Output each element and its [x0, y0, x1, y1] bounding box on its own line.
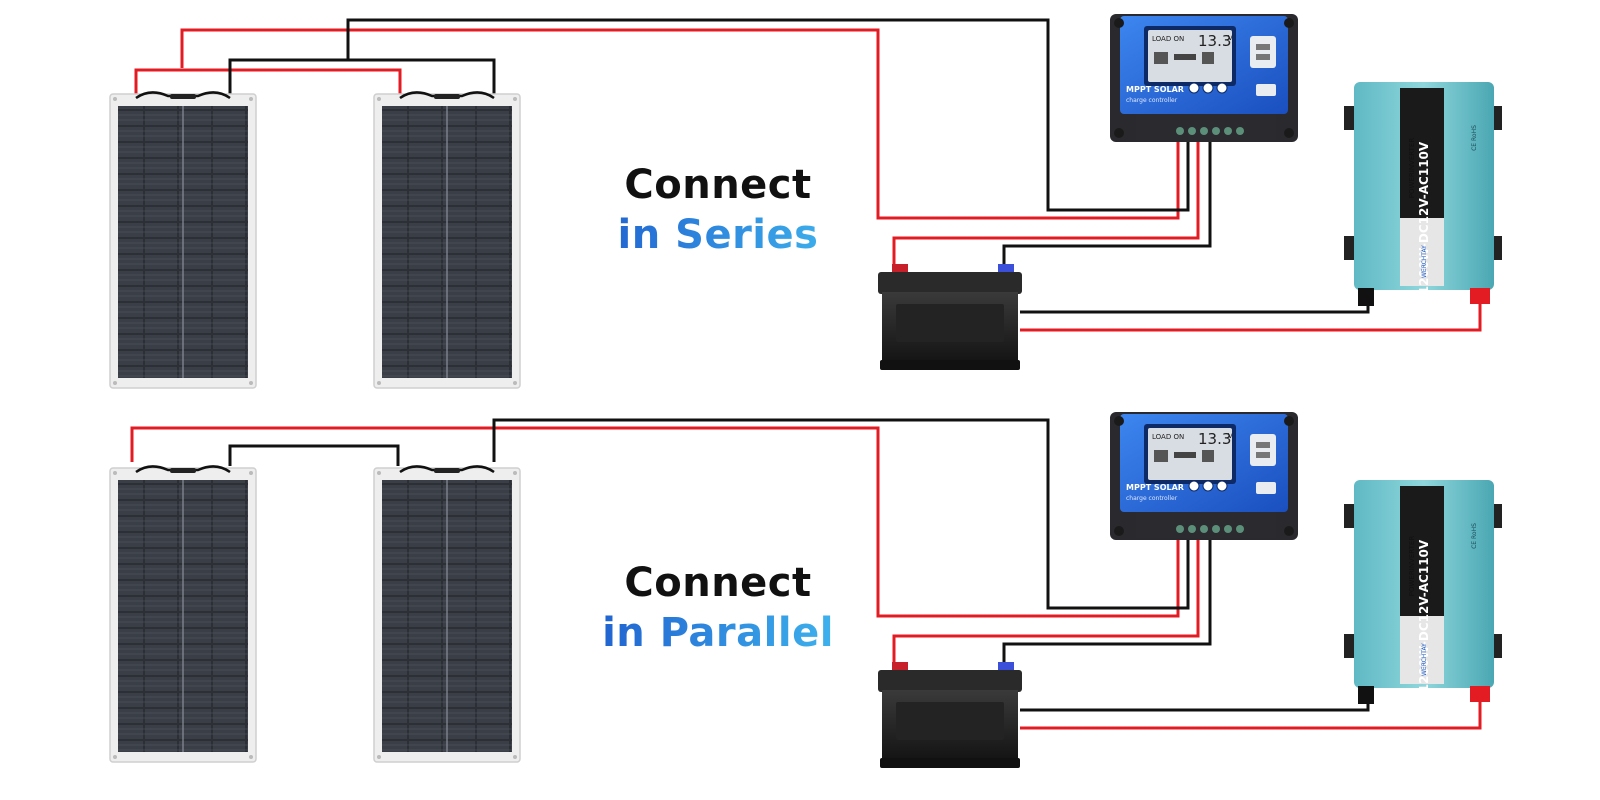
parallel-battery-negative-wire — [1002, 538, 1212, 666]
lcd-voltage: 13.3 — [1198, 430, 1231, 448]
power-inverter-icon: 1200W-DC12V-AC110V POWERINVERTER WERCHTA… — [1344, 480, 1502, 704]
series-wires — [134, 18, 1482, 332]
solar-panel-icon — [373, 465, 521, 763]
series-heading: Connect in Series — [588, 160, 848, 260]
inverter-type-label: POWERINVERTER — [1408, 536, 1416, 597]
parallel-heading-line2: in Parallel — [588, 608, 848, 658]
charge-controller-icon: LOAD ON 13.3 V MPPT SOLAR charge control… — [1110, 14, 1298, 142]
inverter-model: 1200W-DC12V-AC110V — [1417, 141, 1431, 294]
series-bridge-red — [134, 68, 402, 98]
parallel-negative-wire-main — [492, 418, 1190, 610]
series-heading-line1: Connect — [624, 162, 812, 208]
controller-subtitle: charge controller — [1126, 495, 1178, 502]
series-inverter-negative-wire — [1020, 300, 1370, 314]
lcd-voltage: 13.3 — [1198, 32, 1231, 50]
solar-panel-icon — [109, 91, 257, 389]
parallel-inverter-positive-wire — [1020, 702, 1482, 730]
inverter-type-label: POWERINVERTER — [1408, 138, 1416, 199]
battery-icon — [878, 662, 1022, 768]
series-battery-negative-wire — [1002, 140, 1212, 268]
solar-panel-icon — [109, 465, 257, 763]
series-heading-line2: in Series — [588, 210, 848, 260]
series-negative-wire-main — [346, 18, 1190, 212]
inverter-cert: CE RoHS — [1471, 125, 1478, 151]
lcd-unit: V — [1228, 34, 1233, 42]
series-inverter-positive-wire — [1020, 304, 1482, 332]
parallel-heading: Connect in Parallel — [588, 558, 848, 658]
parallel-battery-positive-wire — [892, 538, 1200, 666]
parallel-inverter-negative-wire — [1020, 698, 1370, 712]
inverter-cert: CE RoHS — [1471, 523, 1478, 549]
series-bridge-black — [228, 58, 496, 98]
solar-panel-icon — [373, 91, 521, 389]
controller-subtitle: charge controller — [1126, 97, 1178, 104]
lcd-load-label: LOAD ON — [1152, 433, 1184, 441]
series-positive-wire-main — [180, 28, 1180, 220]
inverter-brand: WERCHTAY — [1421, 643, 1428, 676]
parallel-heading-line1: Connect — [624, 560, 812, 606]
lcd-load-label: LOAD ON — [1152, 35, 1184, 43]
power-inverter-icon: 1200W-DC12V-AC110V POWERINVERTER WERCHTA… — [1344, 82, 1502, 306]
parallel-positive-wire-main — [130, 426, 1180, 618]
inverter-brand: WERCHTAY — [1421, 245, 1428, 278]
charge-controller-icon: LOAD ON 13.3 V MPPT SOLAR charge control… — [1110, 412, 1298, 540]
parallel-bridge-black — [228, 444, 400, 466]
lcd-unit: V — [1228, 432, 1233, 440]
battery-icon — [878, 264, 1022, 370]
controller-brand: MPPT SOLAR — [1126, 85, 1184, 94]
inverter-model: 1200W-DC12V-AC110V — [1417, 539, 1431, 692]
controller-brand: MPPT SOLAR — [1126, 483, 1184, 492]
series-battery-positive-wire — [892, 140, 1200, 268]
